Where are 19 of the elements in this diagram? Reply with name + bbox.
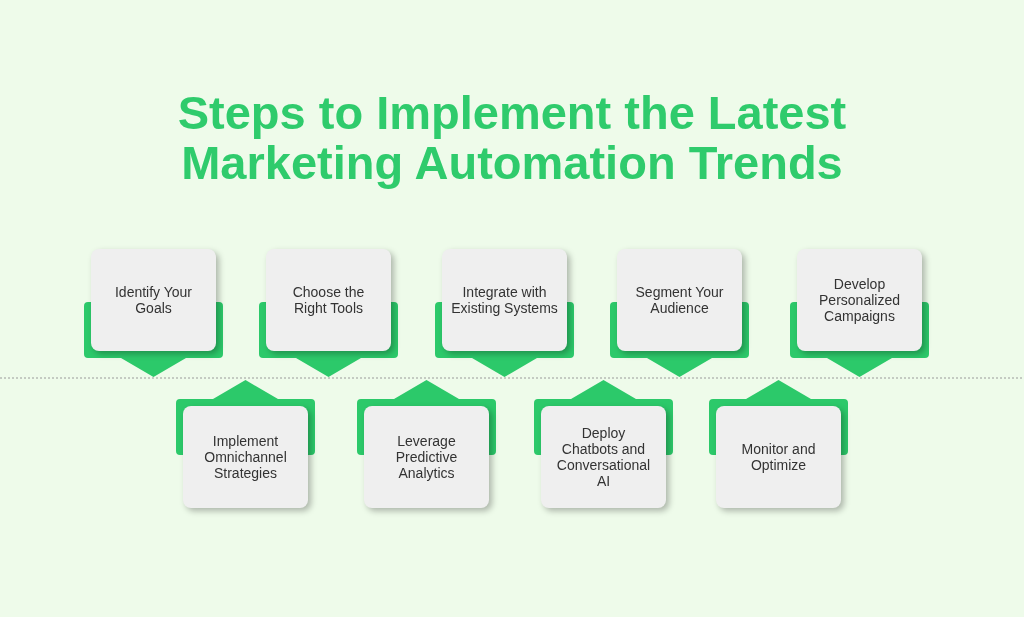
step-text: Leverage Predictive Analytics bbox=[394, 433, 459, 481]
step-text: Identify Your Goals bbox=[113, 284, 194, 316]
step-text: Implement Omnichannel Strategies bbox=[203, 433, 288, 481]
step-card-with-pointer bbox=[176, 380, 315, 508]
step-text: Integrate with Existing Systems bbox=[450, 284, 559, 316]
step-card-with-pointer bbox=[534, 380, 673, 508]
step-card-with-pointer bbox=[709, 380, 848, 508]
step-card-with-pointer bbox=[84, 249, 223, 377]
step-text: Deploy Chatbots and Conversational AI bbox=[555, 425, 652, 489]
step-card-with-pointer bbox=[357, 380, 496, 508]
step-text: Monitor and Optimize bbox=[740, 441, 817, 473]
step-card-with-pointer bbox=[610, 249, 749, 377]
step-card-with-pointer bbox=[259, 249, 398, 377]
step-text: Segment Your Audience bbox=[634, 284, 725, 316]
step-card-with-pointer bbox=[790, 249, 929, 377]
step-text: Choose the Right Tools bbox=[291, 284, 366, 316]
step-text: Develop Personalized Campaigns bbox=[818, 276, 901, 324]
title: Steps to Implement the Latest Marketing Automation Trends bbox=[176, 88, 848, 188]
step-card-with-pointer bbox=[435, 249, 574, 377]
